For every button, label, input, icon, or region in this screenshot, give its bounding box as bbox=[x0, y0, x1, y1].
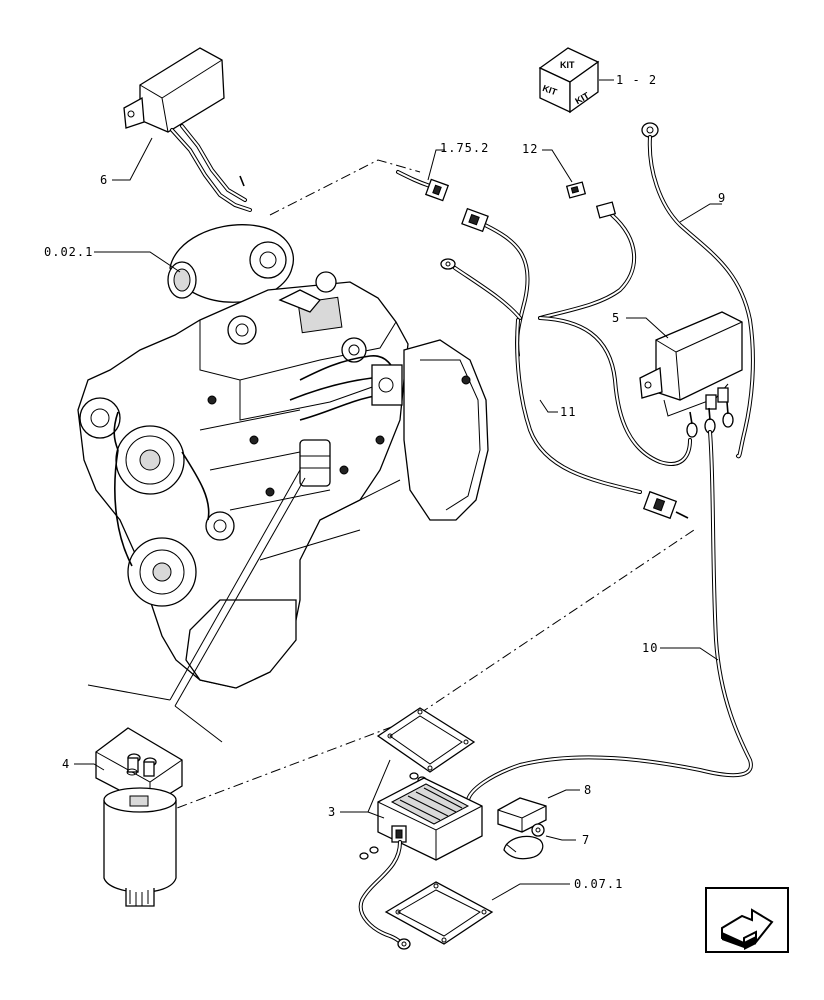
terminal-cap-item-8 bbox=[497, 797, 547, 833]
callout-item-10: 10 bbox=[642, 641, 658, 655]
next-page-arrow-icon[interactable] bbox=[705, 887, 789, 953]
engine-assembly bbox=[77, 224, 489, 689]
callout-ref-1-75-2: 1.75.2 bbox=[440, 141, 489, 155]
kit-cube-icon: KIT KIT KIT bbox=[538, 47, 600, 114]
fuel-filter-item-4 bbox=[95, 727, 183, 907]
callout-ref-0-07-1: 0.07.1 bbox=[574, 877, 623, 891]
callout-item-11: 11 bbox=[560, 405, 576, 419]
callout-item-7: 7 bbox=[582, 833, 590, 847]
callout-item-12: 12 bbox=[522, 142, 538, 156]
callout-item-3: 3 bbox=[328, 805, 336, 819]
kit-top-label: KIT bbox=[560, 60, 575, 70]
callout-item-9: 9 bbox=[718, 191, 726, 205]
callout-kit-ref: 1 - 2 bbox=[616, 73, 657, 87]
small-connector-item-12 bbox=[565, 181, 587, 199]
control-unit-item-3 bbox=[358, 707, 494, 950]
battery-clamp-item-7 bbox=[503, 823, 545, 860]
connector-ref-1-75-2 bbox=[396, 170, 450, 202]
power-cable-item-10 bbox=[466, 430, 753, 802]
relay-module-item-6 bbox=[123, 47, 252, 212]
kit-left-label: KIT bbox=[541, 83, 559, 98]
callout-item-8: 8 bbox=[584, 783, 592, 797]
callout-ref-0-02-1: 0.02.1 bbox=[44, 245, 93, 259]
relay-module-item-5 bbox=[639, 311, 743, 438]
wiring-harness-item-11 bbox=[440, 201, 692, 520]
callout-item-5: 5 bbox=[612, 311, 620, 325]
callout-item-4: 4 bbox=[62, 757, 70, 771]
callout-item-6: 6 bbox=[100, 173, 108, 187]
ground-cable-item-9 bbox=[641, 122, 755, 459]
